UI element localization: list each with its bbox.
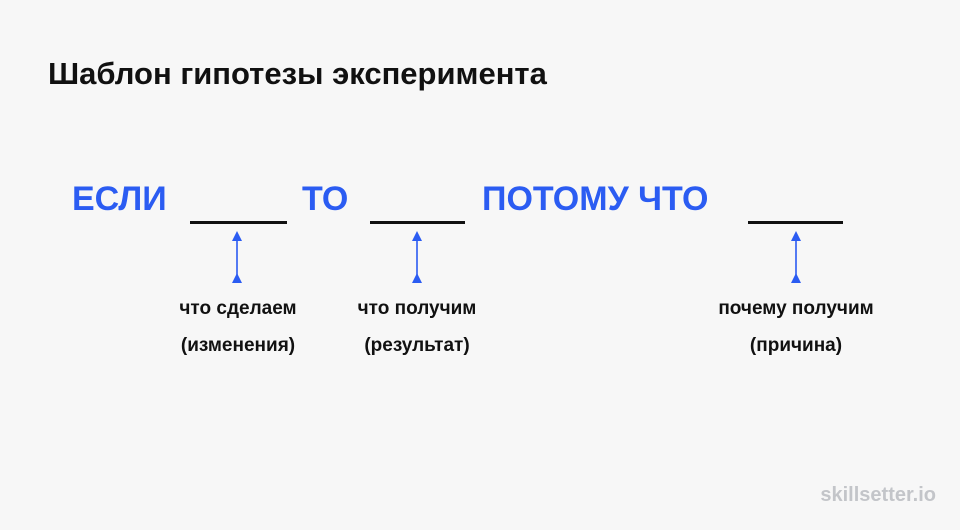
label-line: (результат) (364, 335, 470, 356)
blank-reason (748, 221, 843, 224)
blank-result (370, 221, 465, 224)
label-line: что получим (357, 298, 477, 319)
page-title: Шаблон гипотезы эксперимента (48, 56, 547, 91)
label-line: (причина) (749, 335, 843, 356)
keyword-if: ЕСЛИ (72, 180, 167, 218)
label-line: почему получим (718, 298, 874, 319)
double-arrow-icon (232, 231, 242, 283)
keyword-because: ПОТОМУ ЧТО (482, 180, 709, 218)
label-line: (изменения) (180, 335, 296, 356)
label-change: что сделаем (изменения) (138, 290, 338, 364)
label-reason: почему получим (причина) (696, 290, 896, 364)
double-arrow-icon (412, 231, 422, 283)
label-line: что сделаем (179, 298, 297, 319)
label-result: что получим (результат) (317, 290, 517, 364)
blank-change (190, 221, 287, 224)
watermark: skillsetter.io (820, 484, 936, 506)
keyword-then: ТО (302, 180, 349, 218)
double-arrow-icon (791, 231, 801, 283)
